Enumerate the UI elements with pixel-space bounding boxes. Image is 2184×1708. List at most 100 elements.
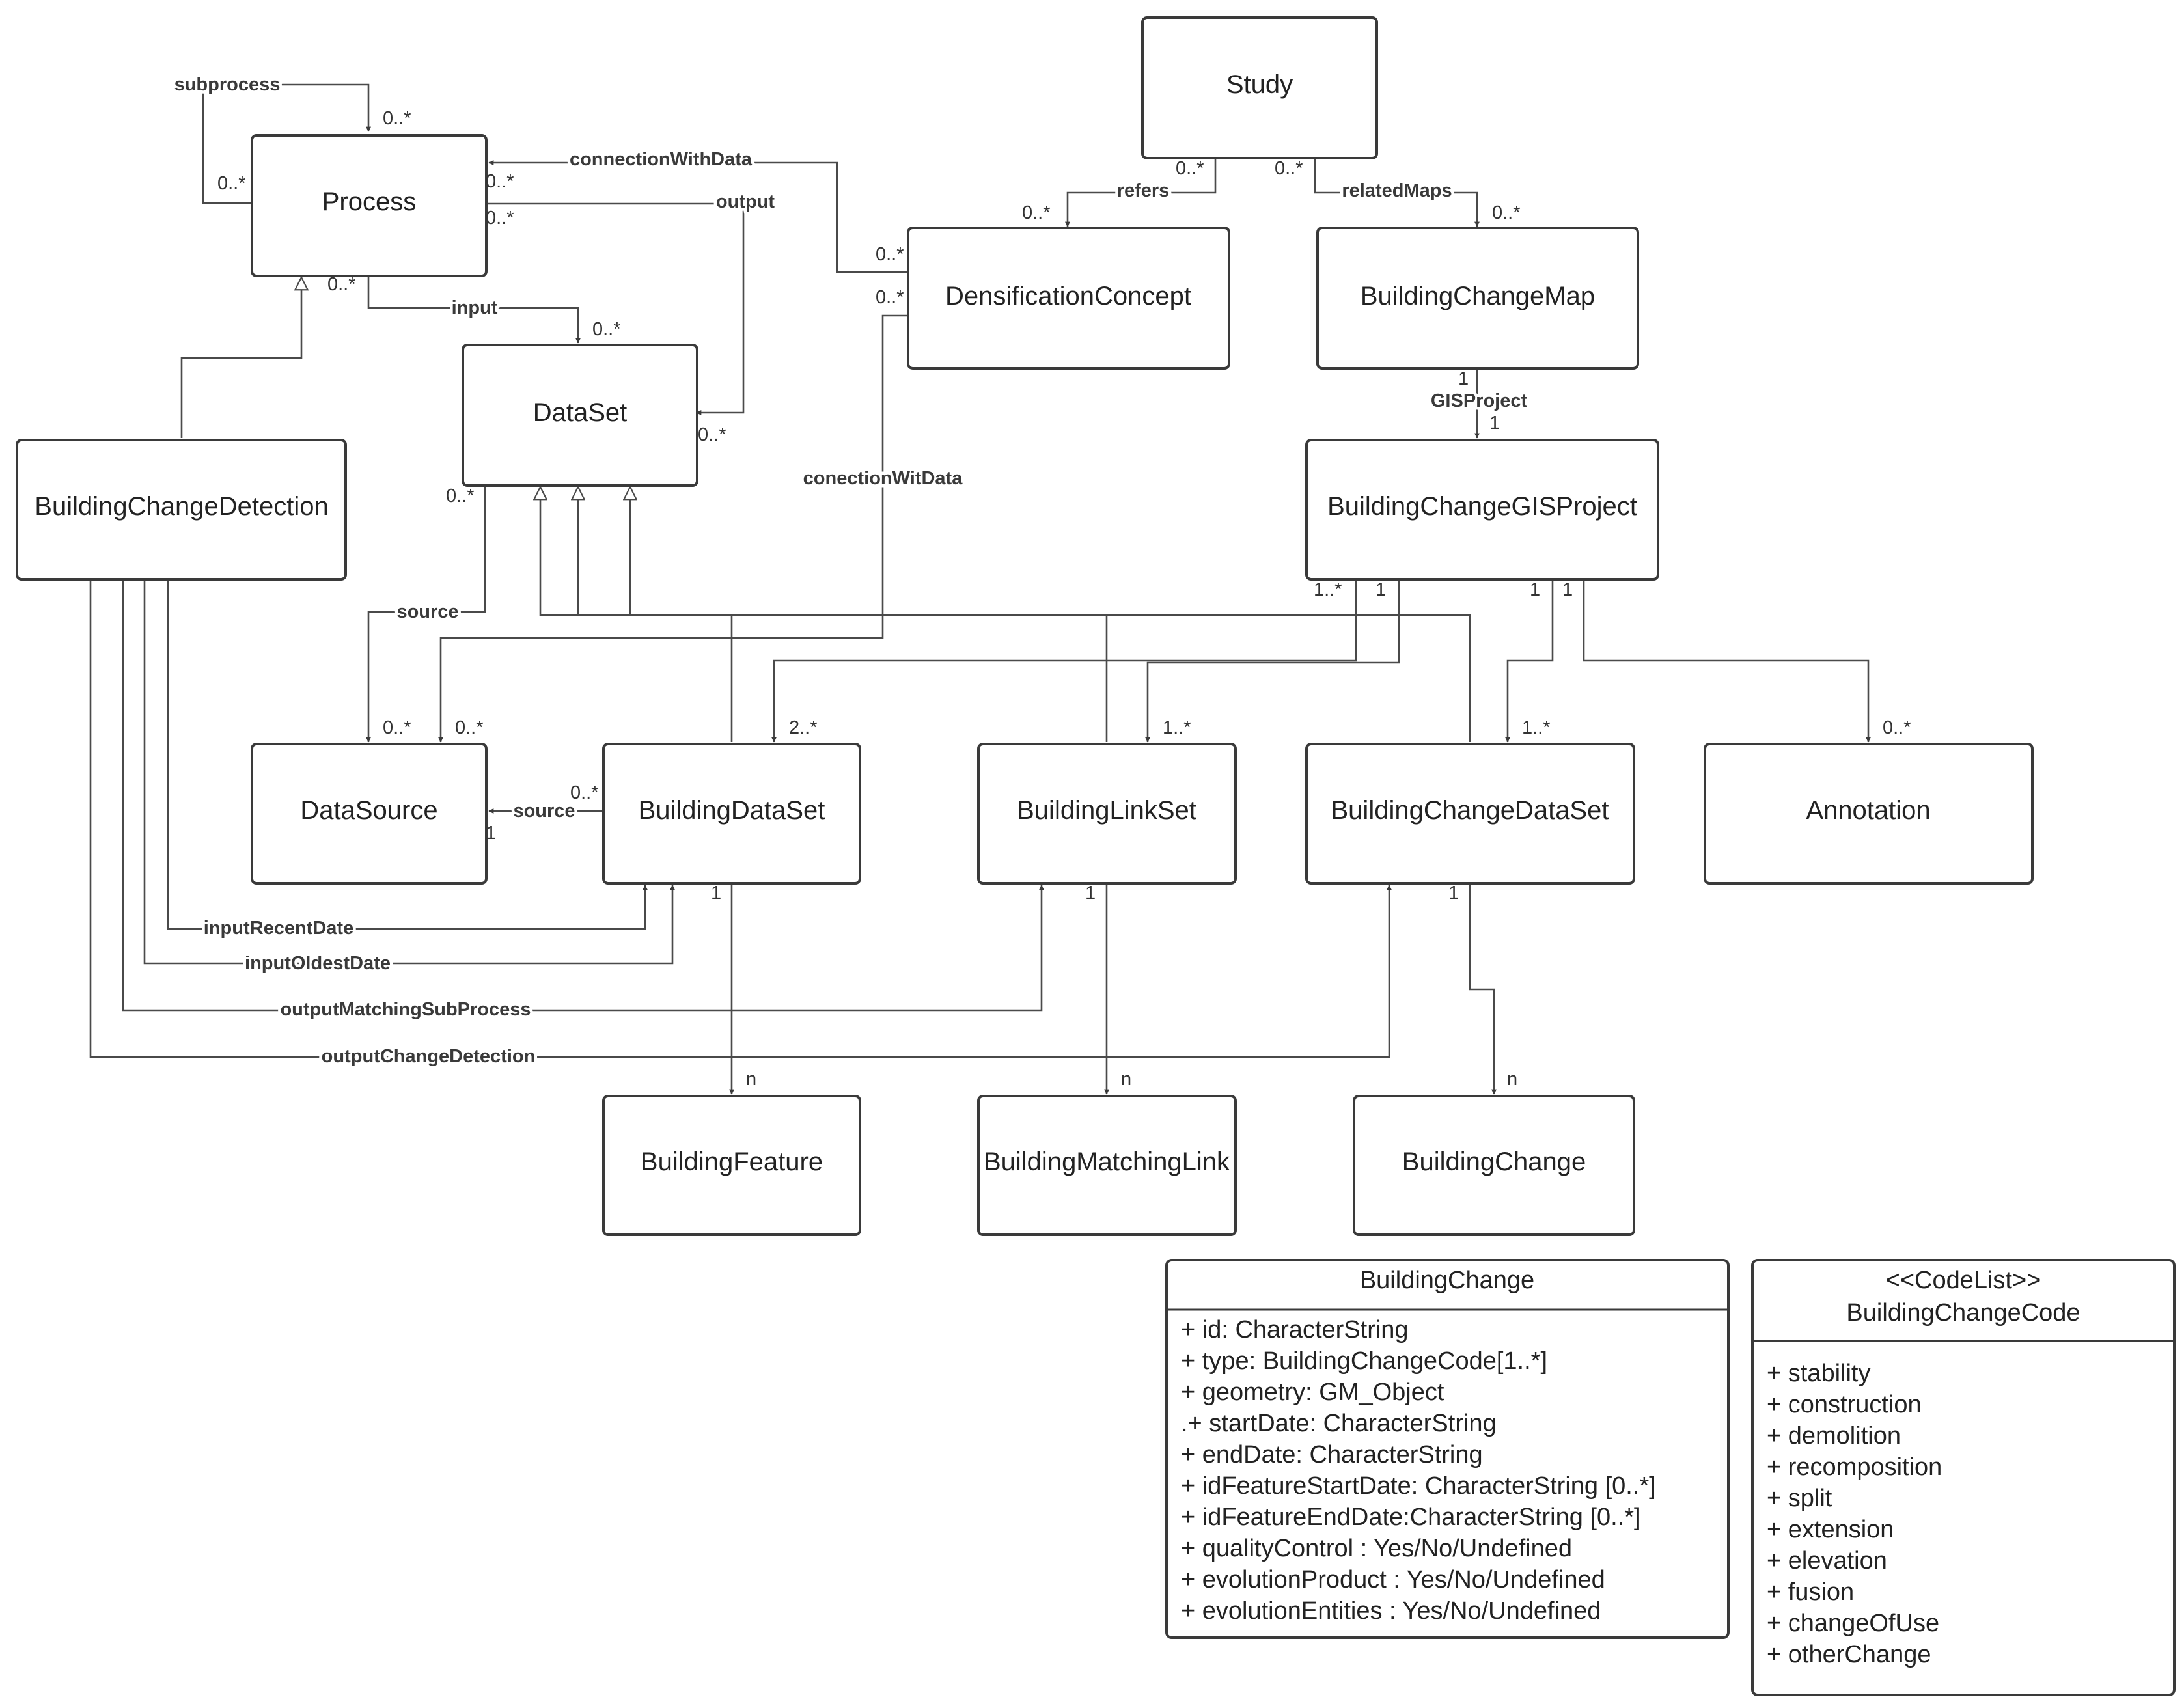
mult-bc-n: n: [1507, 1069, 1517, 1090]
bcds-to-bc-edge: [1469, 884, 1497, 1095]
mult-bcds-top: 1..*: [1522, 717, 1551, 738]
input-oldest-date-edge: [143, 579, 675, 965]
gis-to-bds-edge: [771, 579, 1357, 743]
refers-edge: [1065, 158, 1217, 227]
code-value-row: + otherChange: [1767, 1641, 1931, 1668]
class-building-change-map-label: BuildingChangeMap: [1361, 282, 1595, 310]
class-study-label: Study: [1226, 70, 1293, 99]
generalization-bcd-edge: [180, 277, 301, 438]
code-value-row: + stability: [1767, 1360, 1870, 1387]
input-edge: [367, 277, 581, 344]
class-building-matching-link: BuildingMatchingLink: [977, 1095, 1237, 1236]
class-building-dataset-label: BuildingDataSet: [639, 796, 825, 825]
mult-ann-top: 0..*: [1883, 717, 1911, 738]
mult-gis-bls: 1: [1375, 579, 1386, 600]
class-process: Process: [251, 134, 488, 277]
class-building-change-gis-project-label: BuildingChangeGISProject: [1327, 492, 1637, 521]
code-value-row: + changeOfUse: [1767, 1610, 1939, 1637]
attribute-row: + evolutionEntities : Yes/No/Undefined: [1181, 1597, 1601, 1625]
class-densification-concept: DensificationConcept: [907, 227, 1230, 370]
attribute-row: + type: BuildingChangeCode[1..*]: [1181, 1347, 1547, 1375]
label-gis-project: GISProject: [1431, 391, 1528, 411]
attribute-row: + idFeatureEndDate:CharacterString [0..*…: [1181, 1504, 1641, 1531]
class-annotation-label: Annotation: [1806, 796, 1930, 825]
attribute-row: + qualityControl : Yes/No/Undefined: [1181, 1535, 1572, 1562]
building-change-code-card: <<CodeList>> BuildingChangeCode + stabil…: [1751, 1259, 2176, 1696]
mult-ds-source-1: 0..*: [383, 717, 411, 738]
mult-subprocess-top: 0..*: [383, 108, 411, 129]
class-data-source-label: DataSource: [300, 796, 437, 825]
association-labels: subprocess connectionWithData output inp…: [171, 72, 1530, 1070]
class-data-source: DataSource: [251, 743, 488, 885]
mult-source-ds-1: 1: [486, 823, 496, 844]
output-change-detection-edge: [89, 579, 1392, 1058]
class-building-change: BuildingChange: [1353, 1095, 1635, 1236]
mult-process-bottom: 0..*: [327, 274, 356, 295]
code-value-row: + elevation: [1767, 1547, 1887, 1575]
class-dataset: DataSet: [462, 344, 698, 487]
mult-bls-bottom: 1: [1085, 883, 1096, 903]
mult-gis-ann: 1: [1562, 579, 1573, 600]
mult-gis-bcm: 1: [1489, 413, 1500, 434]
class-study: Study: [1141, 16, 1378, 159]
class-building-link-set: BuildingLinkSet: [977, 743, 1237, 885]
mult-process-right-2: 0..*: [486, 208, 514, 228]
conection-wit-data-edge: [438, 314, 908, 743]
mult-bds-bottom: 1: [711, 883, 721, 903]
label-source-dataset: source: [396, 601, 458, 622]
gis-to-bcds-edge: [1505, 579, 1554, 743]
mult-process-right-1: 0..*: [486, 171, 514, 192]
label-input-recent-date: inputRecentDate: [204, 918, 353, 939]
class-dataset-label: DataSet: [533, 398, 628, 427]
source-dataset-edge: [366, 485, 486, 743]
label-input-oldest-date: inputOldestDate: [245, 953, 391, 974]
class-building-feature-label: BuildingFeature: [641, 1148, 823, 1176]
class-building-change-detection-label: BuildingChangeDetection: [35, 492, 328, 521]
mult-maps-bcm: 0..*: [1492, 202, 1521, 223]
class-building-change-label: BuildingChange: [1402, 1148, 1586, 1176]
mult-dataset-source: 0..*: [446, 486, 475, 506]
gis-to-ann-edge: [1583, 579, 1871, 743]
related-maps-edge: [1314, 158, 1480, 227]
code-value-row: + recomposition: [1767, 1453, 1942, 1481]
class-building-change-map: BuildingChangeMap: [1316, 227, 1639, 370]
class-densification-concept-label: DensificationConcept: [945, 282, 1191, 310]
mult-gis-bcds: 1: [1530, 579, 1540, 600]
mult-gis-bds: 1..*: [1314, 579, 1342, 600]
building-change-attributes-card: BuildingChange + id: CharacterString + t…: [1165, 1259, 1730, 1639]
subprocess-edge: [202, 83, 371, 204]
code-value-row: + split: [1767, 1485, 1832, 1512]
class-process-label: Process: [322, 187, 417, 216]
mult-bcds-bottom: 1: [1448, 883, 1459, 903]
label-related-maps: relatedMaps: [1342, 180, 1452, 201]
code-value-row: + extension: [1767, 1516, 1894, 1543]
code-value-row: + demolition: [1767, 1422, 1901, 1450]
label-conection-wit-data: conectionWitData: [803, 468, 963, 489]
mult-bcm-gis: 1: [1458, 368, 1469, 389]
connection-with-data-edge: [488, 160, 908, 273]
label-subprocess: subprocess: [174, 74, 281, 95]
mult-refers-dc: 0..*: [1022, 202, 1051, 223]
mult-study-refers: 0..*: [1176, 158, 1204, 179]
multiplicities: 0..* 0..* 0..* 0..* 0..* 0..* 0..* 0..* …: [217, 108, 1911, 1090]
mult-output-dataset: 0..*: [698, 424, 726, 445]
mult-bds-source: 0..*: [570, 782, 599, 803]
code-list-stereotype: <<CodeList>>: [1886, 1267, 2041, 1294]
class-building-change-dataset: BuildingChangeDataSet: [1305, 743, 1635, 885]
attribute-row: + endDate: CharacterString: [1181, 1441, 1483, 1468]
attribute-row: + evolutionProduct : Yes/No/Undefined: [1181, 1566, 1605, 1593]
attribute-row: + geometry: GM_Object: [1181, 1379, 1444, 1406]
class-building-matching-link-label: BuildingMatchingLink: [984, 1148, 1230, 1176]
mult-study-maps: 0..*: [1275, 158, 1303, 179]
gis-to-bls-edge: [1145, 579, 1400, 743]
label-connection-with-data: connectionWithData: [570, 149, 753, 170]
mult-dc-left-2: 0..*: [876, 287, 904, 308]
attribute-row: + idFeatureStartDate: CharacterString [0…: [1181, 1472, 1656, 1500]
output-matching-sub-process-edge: [122, 579, 1044, 1012]
mult-bf-n: n: [746, 1069, 756, 1090]
input-recent-date-edge: [167, 579, 648, 930]
mult-bml-n: n: [1121, 1069, 1131, 1090]
output-edge: [485, 202, 745, 415]
attribute-row: .+ startDate: CharacterString: [1181, 1410, 1497, 1437]
class-building-change-gis-project: BuildingChangeGISProject: [1305, 439, 1659, 581]
